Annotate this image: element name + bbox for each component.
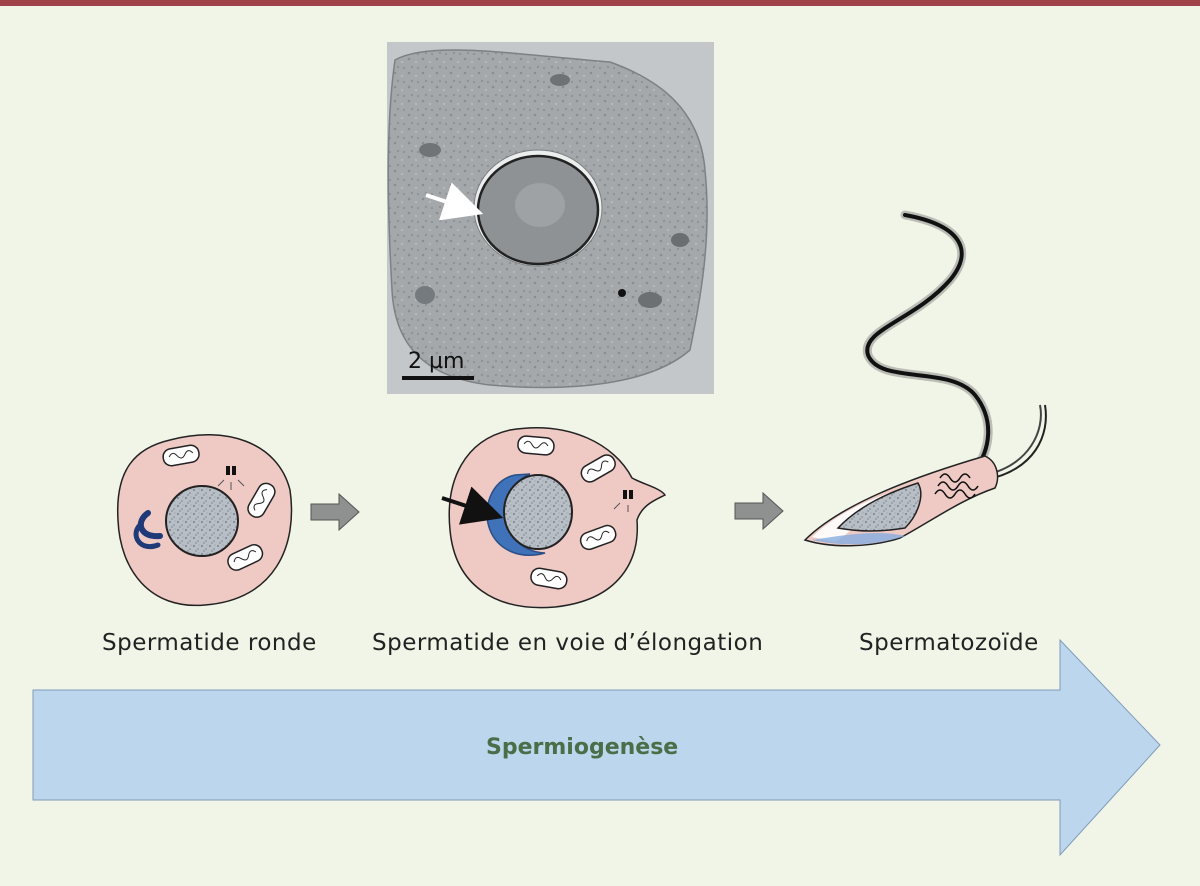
stage-arrow-2 <box>734 491 784 531</box>
stage-label-round: Spermatide ronde <box>102 630 317 656</box>
centriole-icon <box>217 466 245 490</box>
acrosome-pointer-black <box>441 486 504 525</box>
process-label: Spermiogenèse <box>486 735 679 760</box>
golgi-acrosome-icon <box>137 510 163 540</box>
acrosome-pointer-white <box>425 182 484 221</box>
stage-label-elongating: Spermatide en voie d’élongation <box>372 630 764 656</box>
electron-micrograph <box>387 42 714 394</box>
spermiogenesis-arrow <box>32 638 1161 857</box>
spermatozoon <box>803 210 1047 547</box>
flagellum <box>865 213 991 472</box>
scale-bar-label: 2 µm <box>408 349 464 374</box>
stage-label-spermatozoon: Spermatozoïde <box>859 630 1039 656</box>
stage-arrow-1 <box>310 492 360 532</box>
mitochondrion-icon <box>162 444 200 467</box>
elongating-spermatid <box>441 427 667 609</box>
top-border <box>0 0 1200 6</box>
round-spermatid <box>116 433 293 607</box>
